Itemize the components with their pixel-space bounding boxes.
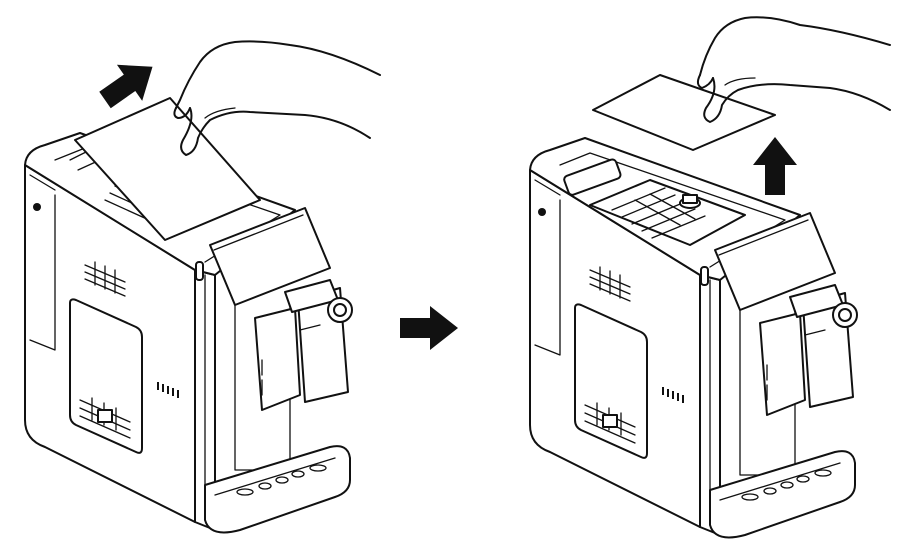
bean-hopper [589,179,746,246]
cover-panel-icon [592,74,776,151]
cover-panel-icon [74,97,261,241]
coffee-machine-icon [529,137,858,539]
hand-icon [696,16,891,123]
arrow-up-icon [753,137,797,195]
arrow-right-icon [400,306,458,350]
hand-icon [173,40,381,156]
